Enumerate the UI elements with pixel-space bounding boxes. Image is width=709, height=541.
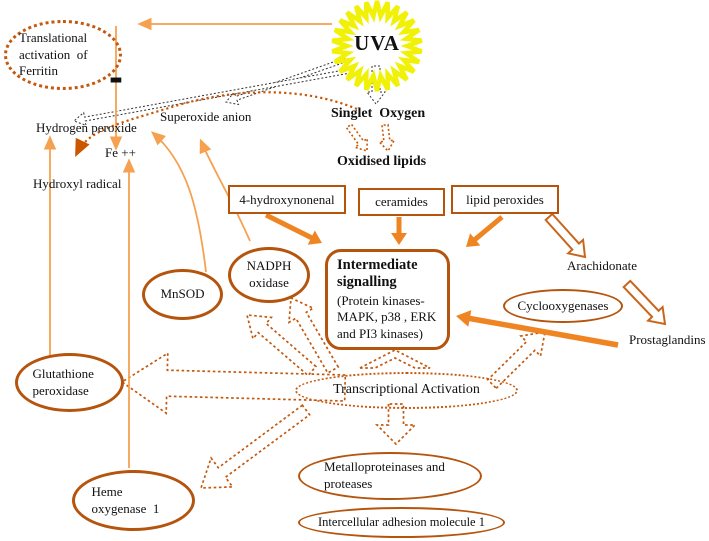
node-metalloproteinases: Metalloproteinases and proteases xyxy=(298,452,482,500)
box-lipid-peroxides-label: lipid peroxides xyxy=(466,191,544,207)
label-oxidised-lipids: Oxidised lipids xyxy=(337,154,427,169)
node-heme-oxygenase-label: Heme oxygenase 1 xyxy=(91,483,160,516)
node-glutathione-peroxidase: Glutathione peroxidase xyxy=(15,353,124,412)
node-mnsod: MnSOD xyxy=(142,269,223,320)
box-4-hydroxynonenal: 4-hydroxynonenal xyxy=(228,185,346,214)
label-prostaglandins: Prostaglandins xyxy=(629,332,706,347)
arrow-ta-nadph xyxy=(288,296,340,375)
label-hydrogen-peroxide: Hydrogen peroxide xyxy=(36,120,137,135)
arrow-nadph-superoxide xyxy=(199,138,251,242)
node-ferritin: Translational activation of Ferritin xyxy=(4,20,122,90)
arrow-ta-cyclooxygenases xyxy=(486,330,547,390)
box-4-hydroxynonenal-label: 4-hydroxynonenal xyxy=(239,191,335,207)
intermediate-signalling-subtitle: (Protein kinases- MAPK, p38 , ERK and PI… xyxy=(337,292,437,342)
arrow-singlet-oxidised-2 xyxy=(377,123,396,153)
node-mnsod-label: MnSOD xyxy=(160,286,205,302)
intermediate-signalling-title: Intermediate signalling xyxy=(337,257,418,291)
node-icam-label: Intercellular adhesion molecule 1 xyxy=(318,515,485,530)
node-nadph-oxidase: NADPH oxidase xyxy=(228,247,310,303)
box-ceramides-label: ceramides xyxy=(375,194,428,209)
arrow-mnsod-h2o2 xyxy=(150,131,207,273)
arrow-ta-signalling xyxy=(359,349,431,369)
arrow-lipidperox-arachidonate xyxy=(544,212,587,259)
label-hydroxyl-radical: Hydroxyl radical xyxy=(33,176,122,191)
label-arachidonate: Arachidonate xyxy=(567,258,638,273)
arrow-ta-metalloproteinases xyxy=(374,403,418,446)
uva-label: UVA xyxy=(354,31,400,55)
arrow-singlet-oxidised-1 xyxy=(345,123,369,153)
arrow-lipidperox-signalling xyxy=(466,215,504,247)
uva-sunburst-icon xyxy=(331,0,423,92)
arrow-ta-mnsod xyxy=(245,314,318,377)
node-intermediate-signalling: Intermediate signalling (Protein kinases… xyxy=(325,249,450,350)
arrow-arachidonate-prostaglandins xyxy=(622,279,667,326)
node-transcriptional-activation: Transcriptional Activation xyxy=(295,372,518,409)
label-fe-ions: Fe ++ xyxy=(105,145,136,160)
arrow-ceramides-signalling xyxy=(391,217,407,245)
arrow-4hne-signalling xyxy=(264,212,322,245)
node-heme-oxygenase: Heme oxygenase 1 xyxy=(72,470,195,531)
label-superoxide-anion: Superoxide anion xyxy=(160,109,252,124)
inhibition-minus-sign: - xyxy=(109,53,123,100)
node-ferritin-label: Translational activation of Ferritin xyxy=(19,29,91,79)
node-nadph-oxidase-label: NADPH oxidase xyxy=(246,258,295,290)
node-transcriptional-activation-label: Transcriptional Activation xyxy=(333,382,480,398)
node-cyclooxygenases: Cyclooxygenases xyxy=(503,289,623,323)
box-ceramides: ceramides xyxy=(358,188,445,216)
node-metalloproteinases-label: Metalloproteinases and proteases xyxy=(324,459,449,491)
arrow-ta-heme xyxy=(199,404,311,489)
node-icam: Intercellular adhesion molecule 1 xyxy=(298,507,505,538)
node-cyclooxygenases-label: Cyclooxygenases xyxy=(517,297,609,313)
label-singlet-oxygen: Singlet Oxygen xyxy=(331,106,426,121)
arrow-prostaglandins-signalling xyxy=(456,310,619,348)
node-glutathione-peroxidase-label: Glutathione peroxidase xyxy=(32,365,98,398)
box-lipid-peroxides: lipid peroxides xyxy=(451,185,559,214)
